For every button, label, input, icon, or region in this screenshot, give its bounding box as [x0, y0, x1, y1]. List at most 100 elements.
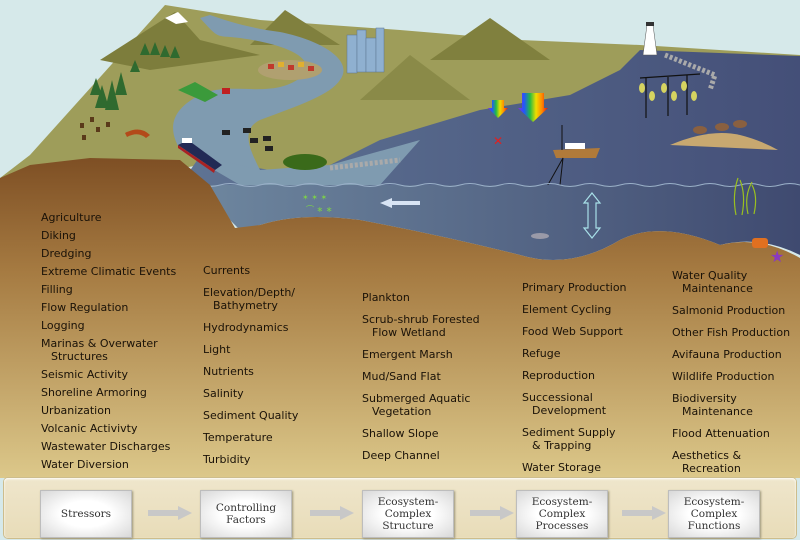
list-item: Element Cycling [522, 303, 627, 316]
fishing-boat [553, 125, 600, 158]
list-item-text: Development [532, 404, 607, 417]
cows [222, 128, 273, 151]
list-item-text: Bathymetry [213, 299, 278, 312]
list-item-text: Food Web Support [522, 325, 623, 338]
right-arrow-icon [622, 506, 666, 520]
list-item-text: Diking [41, 229, 76, 242]
list-item: Wildlife Production [672, 370, 790, 383]
tree-stumps [80, 117, 110, 140]
list-item-text: Currents [203, 264, 251, 277]
right-arrow-icon [470, 506, 514, 520]
cargo-ship [178, 138, 222, 173]
right-arrow-icon [310, 506, 354, 520]
snow-cap [165, 12, 188, 24]
flow-box-functions: Ecosystem- Complex Functions [668, 490, 760, 538]
list-item: Diking [41, 229, 176, 242]
list-item-text: Filling [41, 283, 73, 296]
list-item-text: Seismic Activity [41, 368, 128, 381]
list-item: Filling [41, 283, 176, 296]
list-item-text: Avifauna Production [672, 348, 782, 361]
list-item: Flow Regulation [41, 301, 176, 314]
list-item-text: Other Fish Production [672, 326, 791, 339]
list-item-text: Refuge [522, 347, 561, 360]
flow-box-stressors: Stressors [40, 490, 132, 538]
lighthouse [642, 22, 658, 56]
list-item: Currents [203, 264, 298, 277]
list-item-text: Emergent Marsh [362, 348, 453, 361]
list-item-text: Shoreline Armoring [41, 386, 147, 399]
crop-field [178, 82, 218, 102]
salmon [531, 233, 549, 239]
list-item-text: Water Storage [522, 461, 602, 474]
list-item-text: Aesthetics & [672, 449, 742, 462]
mountain-lower [360, 55, 470, 100]
water-surface-waves [179, 183, 800, 187]
list-item: Avifauna Production [672, 348, 790, 361]
list-item-text: Flow Wetland [372, 326, 446, 339]
shoreline-riprap [329, 157, 401, 171]
flow-box-controlling-factors: Controlling Factors [200, 490, 292, 538]
list-item-text: Deep Channel [362, 449, 440, 462]
list-item-text: & Trapping [532, 439, 592, 452]
list-item-text: Submerged Aquatic [362, 392, 471, 405]
pollution-arrow-small [488, 100, 508, 118]
list-item: Shallow Slope [362, 427, 480, 440]
list-item: Water Storage [522, 461, 627, 474]
list-item: Primary Production [522, 281, 627, 294]
sand-bar [670, 132, 778, 150]
list-item-text: Sediment Supply [522, 426, 616, 439]
depth-arrow [582, 192, 602, 239]
aquaculture-rack [639, 73, 701, 118]
list-item: Turbidity [203, 453, 298, 466]
list-item-text: Turbidity [203, 453, 251, 466]
list-item: Salinity [203, 387, 298, 400]
list-item: Shoreline Armoring [41, 386, 176, 399]
flow-box-structure: Ecosystem- Complex Structure [362, 490, 454, 538]
river [173, 15, 344, 175]
list-item: Flood Attenuation [672, 427, 790, 440]
list-item-text: Light [203, 343, 231, 356]
pollution-arrow-large [518, 93, 548, 122]
list-item: Salmonid Production [672, 304, 790, 317]
list-item-text: Volcanic Activivty [41, 422, 138, 435]
soil-profile [0, 158, 800, 478]
list-item-text: Flood Attenuation [672, 427, 770, 440]
list-item: Sediment Supply& Trapping [522, 426, 627, 452]
list-item: Refuge [522, 347, 627, 360]
list-item-text: Salinity [203, 387, 244, 400]
list-item-text: Primary Production [522, 281, 627, 294]
list-item: Extreme Climatic Events [41, 265, 176, 278]
list-item-text: Nutrients [203, 365, 254, 378]
svg-text:⌒ ∗ ∗: ⌒ ∗ ∗ [306, 205, 333, 214]
town [258, 60, 322, 80]
starfish: ★ [770, 247, 784, 266]
shoreline-riprap-right [664, 52, 719, 91]
list-item: Volcanic Activivty [41, 422, 176, 435]
current-arrow [380, 198, 420, 208]
list-item: Deep Channel [362, 449, 480, 462]
list-item: Agriculture [41, 211, 176, 224]
logging-arrow [125, 129, 150, 138]
city-skyline [346, 27, 385, 74]
list-item-text: Successional [522, 391, 593, 404]
list-item-text: Marinas & Overwater [41, 337, 158, 350]
list-item-text: Element Cycling [522, 303, 612, 316]
list-item-text: Vegetation [372, 405, 432, 418]
emergent-marsh [283, 154, 327, 170]
list-item-text: Sediment Quality [203, 409, 299, 422]
list-item-text: Hydrodynamics [203, 321, 289, 334]
list-item-text: Elevation/Depth/ [203, 286, 296, 299]
list-item: Dredging [41, 247, 176, 260]
list-item-text: Maintenance [682, 282, 753, 295]
list-item: Hydrodynamics [203, 321, 298, 334]
list-item: Reproduction [522, 369, 627, 382]
mountain-left [100, 12, 260, 70]
list-item: Wastewater Discharges [41, 440, 176, 453]
